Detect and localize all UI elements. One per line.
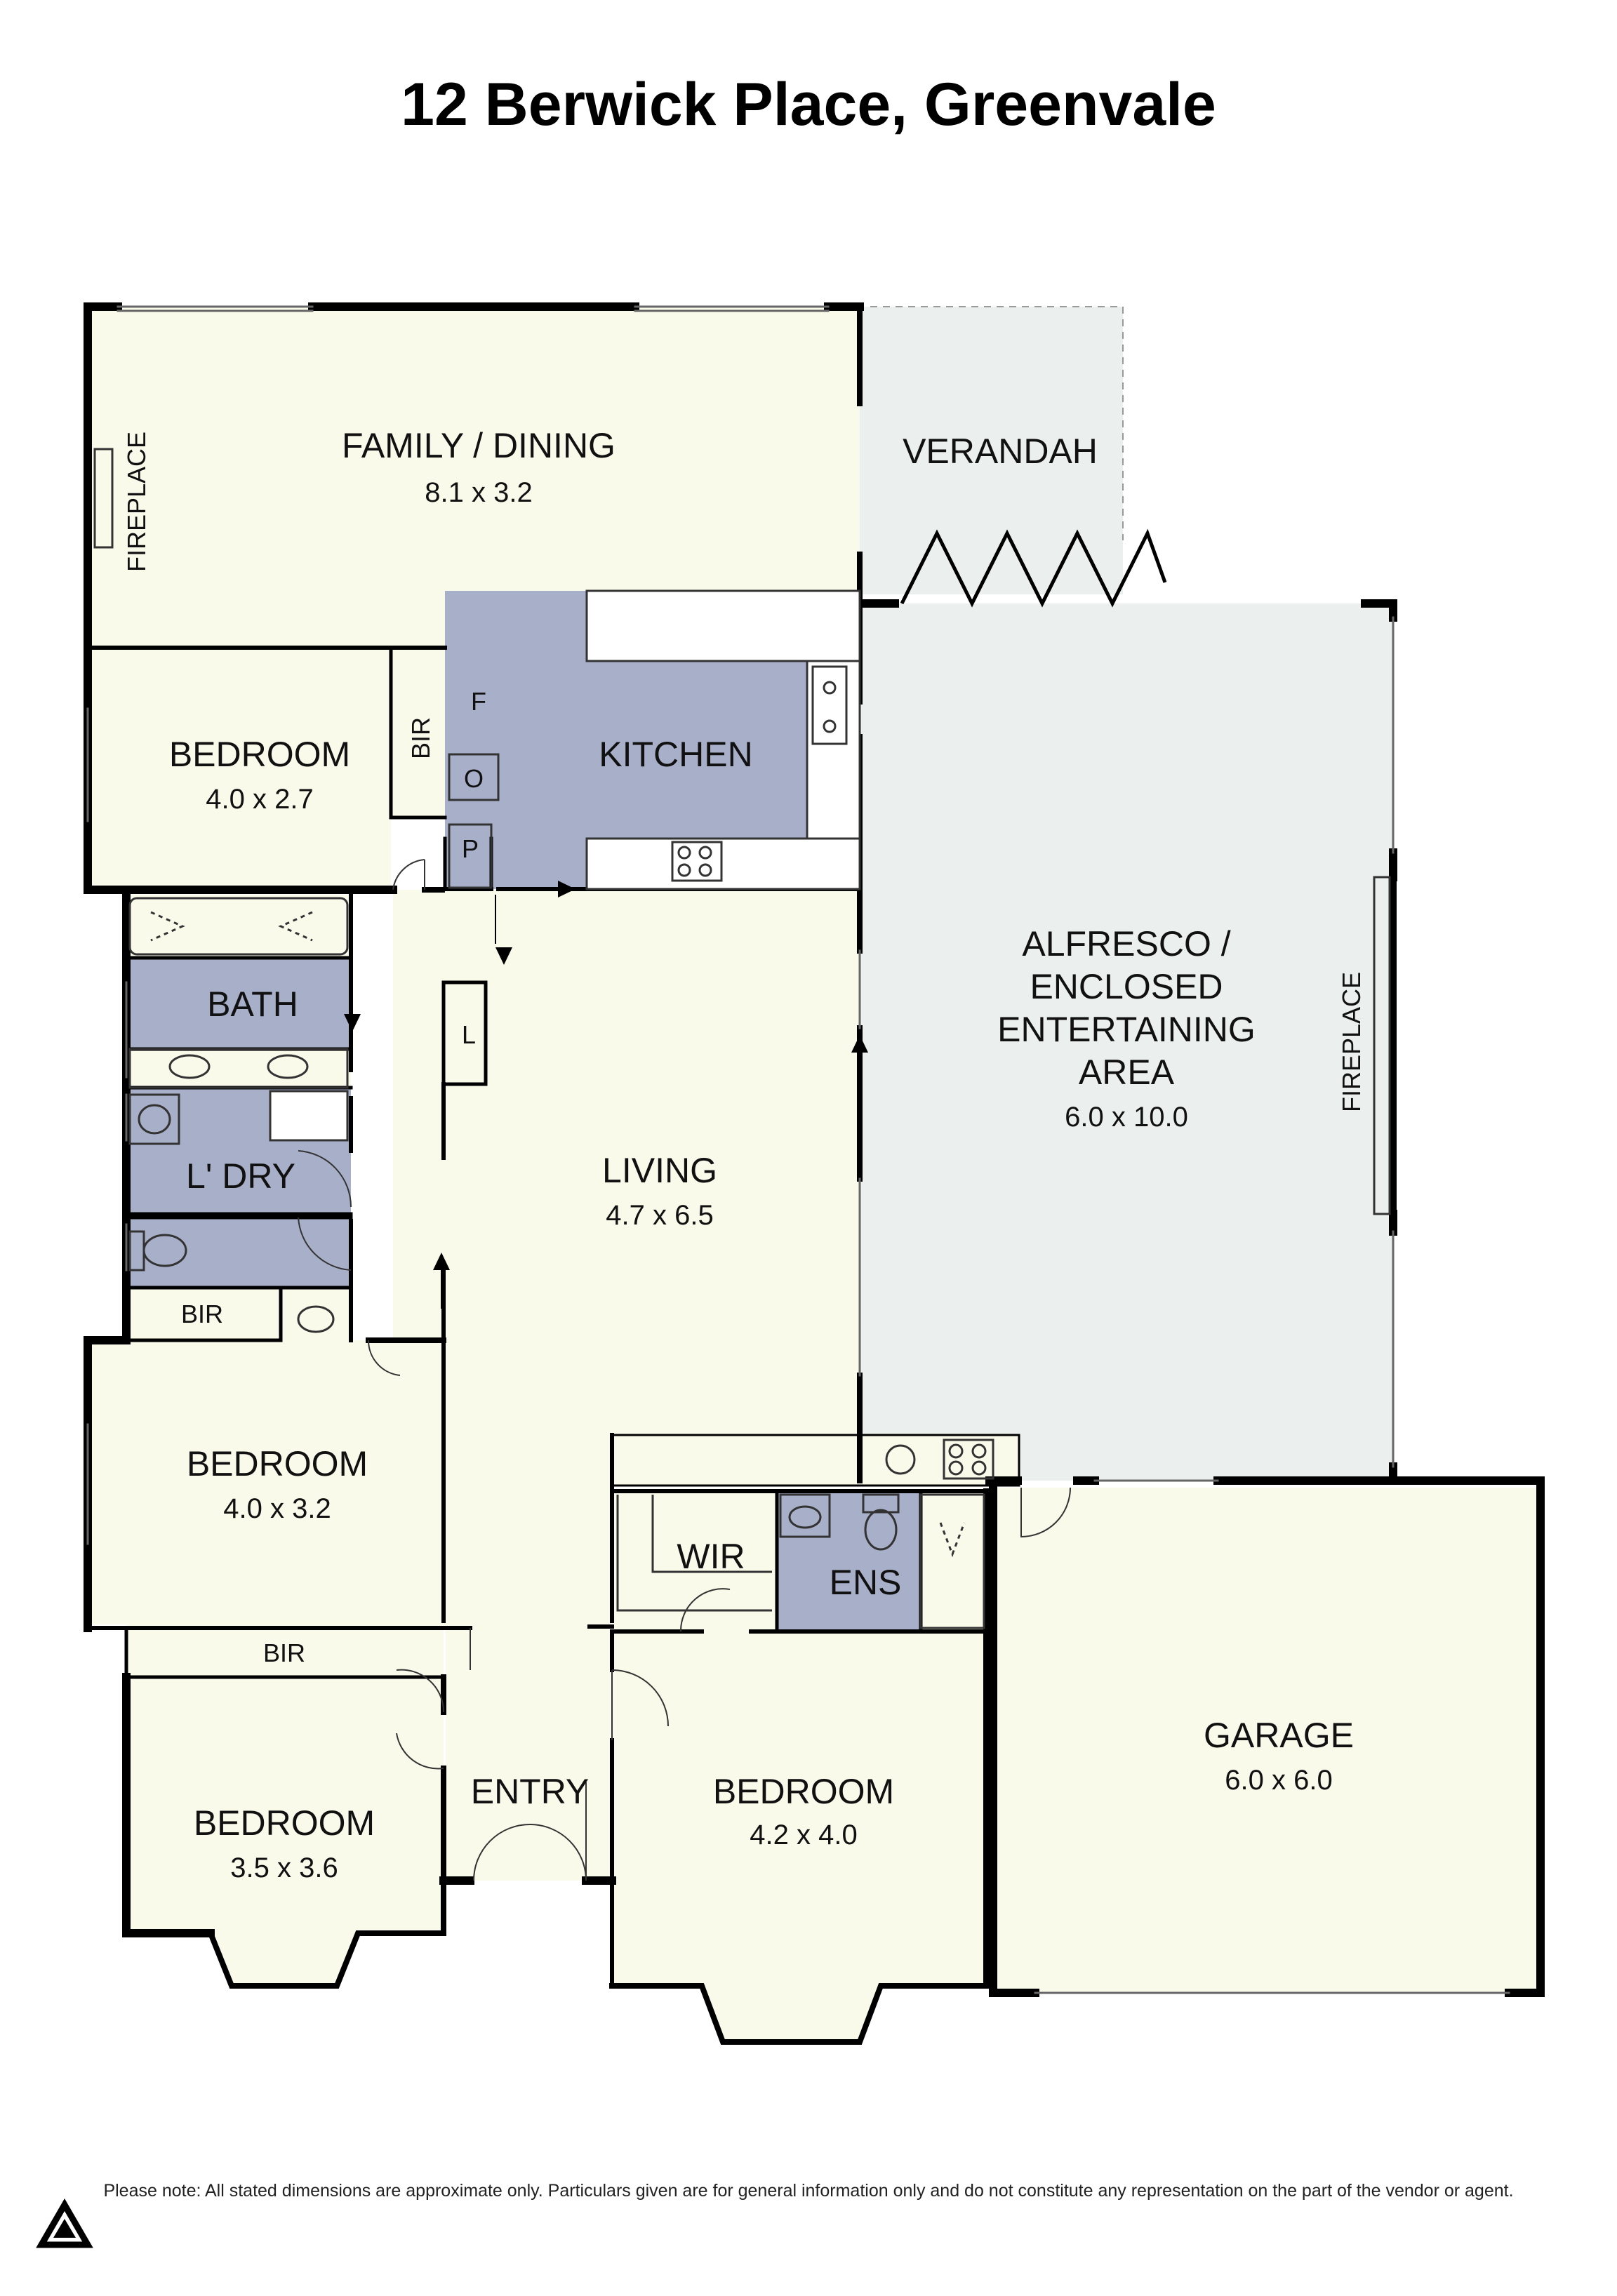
bedroom-2-name: BEDROOM bbox=[187, 1444, 368, 1483]
wir-area bbox=[612, 1491, 777, 1631]
bedroom-3-dims: 3.5 x 3.6 bbox=[230, 1853, 338, 1883]
bifold-door bbox=[900, 528, 1167, 608]
alfresco-line-1: ALFRESCO / bbox=[1022, 924, 1230, 963]
bath-tub-zone bbox=[126, 958, 351, 1049]
ens-vanity bbox=[779, 1493, 831, 1538]
kitchen-cooktop bbox=[671, 841, 723, 882]
bath-vanity bbox=[128, 1048, 349, 1089]
kitchen-oven-label: O bbox=[464, 764, 484, 793]
disclaimer-text: Please note: All stated dimensions are a… bbox=[103, 2181, 1513, 2201]
oven-unit bbox=[448, 753, 500, 801]
plan-title: 12 Berwick Place, Greenvale bbox=[401, 71, 1216, 138]
alfresco-line-4: AREA bbox=[1079, 1053, 1175, 1092]
living-dims: 4.7 x 6.5 bbox=[606, 1200, 713, 1231]
bedroom-1-name: BEDROOM bbox=[169, 735, 350, 774]
wc-area bbox=[126, 1214, 351, 1288]
alfresco-cooktop bbox=[943, 1439, 994, 1480]
wir-name: WIR bbox=[677, 1537, 745, 1576]
kitchen-bench-bottom bbox=[585, 837, 861, 890]
wc-bowl bbox=[142, 1234, 187, 1267]
living-area bbox=[351, 890, 860, 1881]
ens-area bbox=[777, 1491, 921, 1631]
bedroom-2-dims: 4.0 x 3.2 bbox=[223, 1493, 331, 1524]
bedroom-4-dims: 4.2 x 4.0 bbox=[750, 1820, 857, 1850]
bedroom-1-dims: 4.0 x 2.7 bbox=[206, 784, 313, 815]
bedroom-2-area bbox=[89, 1340, 444, 1624]
fireplace-left-label: FIREPLACE bbox=[122, 432, 151, 572]
linen-label: L bbox=[462, 1020, 476, 1049]
wir-shelves bbox=[616, 1495, 772, 1612]
garage-area bbox=[993, 1488, 1537, 1993]
bir-2-label: BIR bbox=[181, 1300, 223, 1328]
fireplace-left-hearth bbox=[93, 448, 114, 549]
family-dining-dims: 8.1 x 3.2 bbox=[425, 477, 532, 508]
bedroom-3-name: BEDROOM bbox=[194, 1803, 375, 1843]
kitchen-pantry-label: P bbox=[462, 834, 479, 863]
alfresco-bench bbox=[612, 1435, 1019, 1486]
shower-area bbox=[921, 1491, 984, 1631]
verandah-edge bbox=[870, 306, 1124, 540]
laundry-name: L' DRY bbox=[186, 1156, 295, 1196]
alfresco-line-3: ENTERTAINING bbox=[997, 1010, 1256, 1049]
room-labels: FAMILY / DINING 8.1 x 3.2 VERANDAH FIREP… bbox=[122, 426, 1366, 1883]
recycle-logo-icon bbox=[36, 2198, 93, 2248]
kitchen-bench-right bbox=[806, 660, 861, 840]
bath-name: BATH bbox=[207, 985, 298, 1024]
fireplace-right-hearth bbox=[1373, 876, 1391, 1215]
family-dining-name: FAMILY / DINING bbox=[342, 426, 615, 465]
ens-name: ENS bbox=[830, 1563, 902, 1602]
kitchen-name: KITCHEN bbox=[599, 735, 752, 774]
kitchen-area bbox=[445, 591, 807, 889]
kitchen-sink bbox=[811, 665, 848, 745]
living-name: LIVING bbox=[602, 1151, 717, 1190]
bedroom-4-area bbox=[612, 1631, 986, 2042]
bedroom-1-area bbox=[89, 648, 391, 890]
bath-tub bbox=[128, 897, 349, 956]
ens-wc bbox=[862, 1493, 900, 1514]
garage-dims: 6.0 x 6.0 bbox=[1225, 1765, 1332, 1796]
garage-name: GARAGE bbox=[1204, 1716, 1354, 1755]
alfresco-sink bbox=[885, 1444, 916, 1475]
verandah-area bbox=[860, 307, 1123, 594]
bedroom-4-name: BEDROOM bbox=[713, 1772, 894, 1811]
laundry-tub bbox=[128, 1093, 180, 1145]
laundry-bench bbox=[269, 1090, 349, 1142]
bir-3-label: BIR bbox=[263, 1638, 305, 1667]
entry-name: ENTRY bbox=[471, 1772, 590, 1811]
verandah-name: VERANDAH bbox=[903, 432, 1098, 471]
bedroom-3-area bbox=[126, 1624, 444, 1986]
kitchen-fridge-label: F bbox=[471, 687, 486, 716]
fixtures bbox=[93, 448, 1391, 1881]
fireplace-right-label: FIREPLACE bbox=[1337, 972, 1366, 1112]
alfresco-area bbox=[860, 603, 1393, 1481]
pantry-unit bbox=[448, 823, 493, 889]
kitchen-bench-top bbox=[585, 589, 861, 662]
ens-shower bbox=[919, 1493, 985, 1629]
bir-1-area bbox=[391, 648, 445, 816]
bir-1-label: BIR bbox=[406, 717, 435, 759]
alfresco-line-2: ENCLOSED bbox=[1030, 967, 1223, 1006]
alfresco-dims: 6.0 x 10.0 bbox=[1065, 1102, 1188, 1133]
direction-arrows bbox=[344, 881, 868, 1309]
